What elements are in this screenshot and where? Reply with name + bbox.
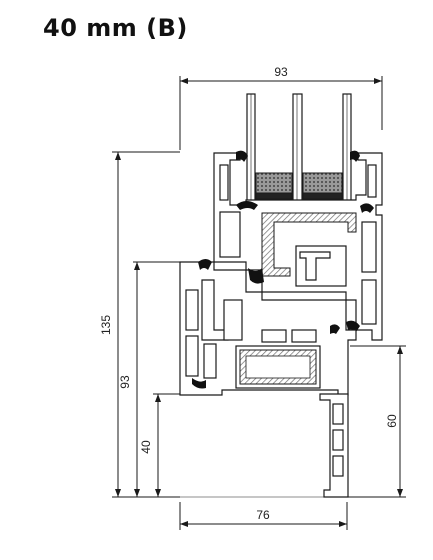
dim-right-height: 60 [385, 414, 399, 428]
dim-frame-height: 93 [118, 375, 132, 389]
page-title: 40 mm (B) [43, 14, 188, 42]
dim-top-width: 93 [274, 65, 288, 79]
sash-reinforcement [261, 212, 357, 277]
dimension-arrows [115, 78, 403, 527]
sash-gaskets [236, 150, 374, 332]
dim-sill-height: 40 [139, 440, 153, 454]
dim-bottom-width: 76 [256, 508, 270, 522]
glass-spacers [255, 172, 343, 200]
dim-total-height: 135 [99, 315, 113, 335]
frame-gaskets [192, 259, 340, 389]
sill-profile [319, 393, 349, 498]
dimension-lines [112, 76, 406, 530]
